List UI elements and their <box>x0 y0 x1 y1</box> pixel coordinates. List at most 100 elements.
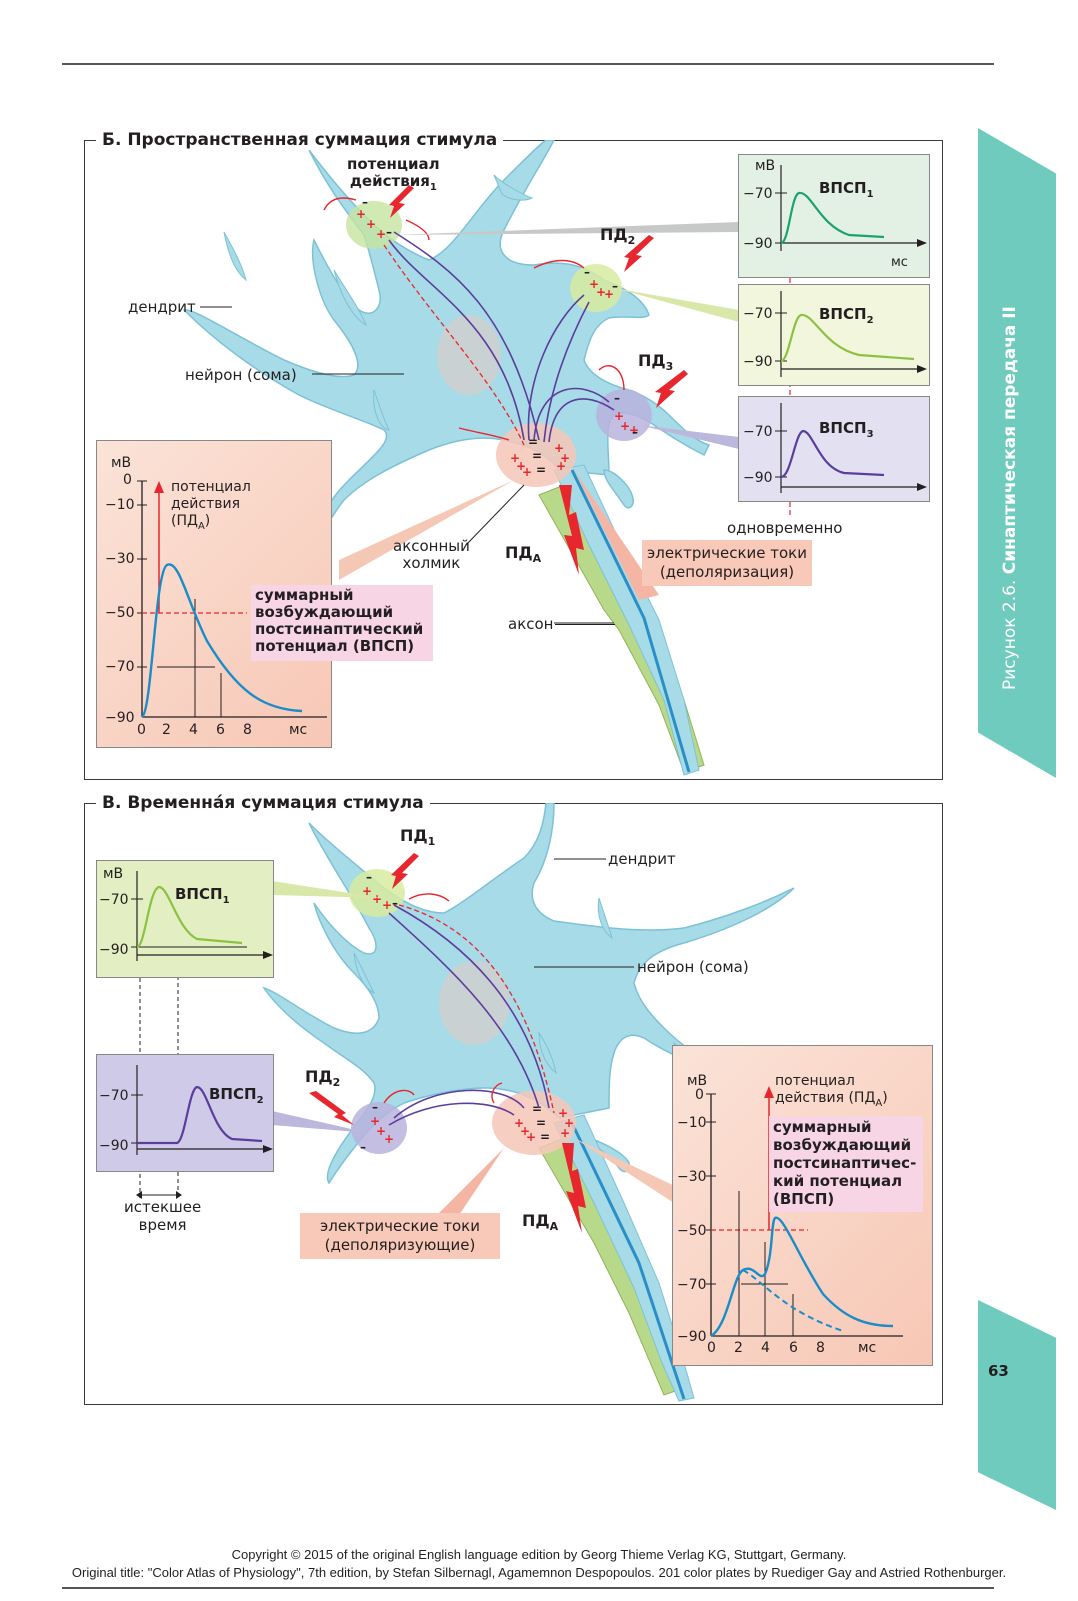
big-b-epsp-line4: потенциал (ВПСП) <box>255 637 415 655</box>
svg-text:+: + <box>629 423 639 437</box>
epsp3-name: ВПСП3 <box>819 419 874 444</box>
ap1-label-line2: действия <box>349 172 430 190</box>
epsp2-graph-v: −70 −90 ВПСП2 <box>96 1054 274 1172</box>
big-b-unit: мВ <box>111 455 132 471</box>
big-v-ytick-70: −70 <box>677 1277 707 1293</box>
svg-text:+: + <box>560 1126 570 1140</box>
big-b-ytick-30: −30 <box>105 551 135 567</box>
pda-text: ПД <box>505 543 533 562</box>
svg-text:+: + <box>376 227 386 241</box>
ap1-label: потенциал действия1 <box>347 156 440 196</box>
v-epsp2-name: ВПСП2 <box>209 1085 264 1110</box>
big-v-xtick-4: 4 <box>761 1340 770 1356</box>
big-b-xtick-2: 2 <box>162 722 171 738</box>
big-b-epsp-line2: возбуждающий <box>255 603 394 621</box>
current-arrows <box>323 197 625 446</box>
epsp3-name-text: ВПСП <box>819 419 867 437</box>
v-synapse-2-halo <box>351 1102 407 1154</box>
svg-text:+: + <box>384 1132 394 1146</box>
simultaneous-label: одновременно <box>727 519 843 537</box>
epsp2-graph-b: −70 −90 ВПСП2 <box>738 284 930 386</box>
svg-text:–: – <box>366 870 372 884</box>
v-pda-text: ПД <box>522 1211 550 1230</box>
big-b-ap-line1: потенциал <box>171 479 251 495</box>
v-epsp2-plot <box>131 1065 273 1155</box>
v-pd1-sub: 1 <box>427 835 436 849</box>
big-v-ytick-30: −30 <box>677 1169 707 1185</box>
epsp2-name-text: ВПСП <box>819 305 867 323</box>
figure-side-tab <box>978 128 1056 778</box>
panel-v-drawing: +++ –– +++ –– +++ +++ === <box>136 803 795 1402</box>
big-v-xtick-2: 2 <box>734 1340 743 1356</box>
figure-title: Синаптическая передача II <box>1000 306 1020 575</box>
big-b-epsp-line3: постсинаптический <box>255 620 424 638</box>
svg-text:+: + <box>526 1130 536 1144</box>
svg-text:–: – <box>386 225 392 239</box>
v-dendrite-label: дендрит <box>608 850 676 868</box>
pointer-lines <box>200 306 614 624</box>
svg-text:+: + <box>560 451 570 465</box>
svg-text:+: + <box>589 277 599 291</box>
page-tab <box>978 1300 1056 1510</box>
elapsed-label: истекшее время <box>124 1198 201 1234</box>
epsp2-name: ВПСП2 <box>819 305 874 330</box>
epsp1-tick-top: −70 <box>743 186 773 202</box>
synapse-1-halo <box>346 201 402 249</box>
panel-b-drawing: +++ –– +++ –– +++ –– +++ +++ === <box>182 140 791 776</box>
epsp1-name: ВПСП1 <box>819 179 874 204</box>
epsp2-tick-top: −70 <box>743 306 773 322</box>
v-epsp1-unit: мВ <box>103 866 124 882</box>
figure-prefix: Рисунок 2.6. <box>1000 574 1020 690</box>
v-pd1-label: ПД1 <box>400 827 435 851</box>
epsp1-graph-b: мВ −70 −90 ВПСП1 мс <box>738 154 930 278</box>
svg-text:–: – <box>362 195 368 209</box>
big-v-unit: мВ <box>687 1073 708 1089</box>
dendrite-label: дендрит <box>128 298 196 316</box>
v-pointer-lines <box>534 858 634 968</box>
elapsed-line2: время <box>138 1216 187 1234</box>
v-pda-sub: А <box>549 1220 559 1234</box>
summed-graph-b: мВ 0 −10 −30 −50 −70 −90 0 2 4 6 8 мс по… <box>96 440 433 748</box>
epsp1-plot <box>775 165 927 251</box>
soma-nucleus <box>437 315 501 395</box>
svg-text:+: + <box>520 1124 530 1138</box>
big-b-epsp-box: суммарный возбуждающий постсинаптический… <box>251 585 433 661</box>
svg-text:+: + <box>514 1116 524 1130</box>
svg-text:+: + <box>614 409 624 423</box>
epsp3-tick-top: −70 <box>743 424 773 440</box>
big-v-xtick-6: 6 <box>789 1340 798 1356</box>
big-b-ap-label: потенциал действия (ПДА) <box>171 479 251 535</box>
big-v-epsp-line1: суммарный <box>773 1118 872 1136</box>
svg-text:+: + <box>510 451 520 465</box>
svg-text:+: + <box>370 1114 380 1128</box>
hillock-line2: холмик <box>402 554 461 572</box>
bottom-rule <box>62 1587 994 1589</box>
svg-text:+: + <box>564 1116 574 1130</box>
v-epsp2-tick-top: −70 <box>99 1088 129 1104</box>
big-v-xunit: мс <box>858 1340 877 1356</box>
v-pd1-text: ПД <box>400 826 428 845</box>
svg-text:+: + <box>554 441 564 455</box>
svg-text:=: = <box>536 463 546 477</box>
big-b-ap-line2: действия <box>171 496 241 512</box>
svg-text:=: = <box>532 1102 542 1116</box>
big-b-xunit: мс <box>289 722 308 738</box>
v-lightning-bolts <box>309 853 419 1125</box>
epsp3-graph-b: −70 −90 ВПСП3 <box>738 396 930 502</box>
big-b-ytick-0: 0 <box>123 472 132 488</box>
big-v-ap-sub: А <box>875 1097 883 1109</box>
pd2-text: ПД <box>600 225 628 244</box>
pda-sub: А <box>532 552 542 566</box>
svg-text:=: = <box>532 449 542 463</box>
ap1-label-line1: потенциал <box>347 155 440 173</box>
currents-v-line2: (деполяризующие) <box>324 1236 476 1254</box>
svg-text:+: + <box>376 1124 386 1138</box>
epsp3-tick-bottom: −90 <box>743 470 773 486</box>
svg-text:–: – <box>584 265 590 279</box>
v-connectors <box>272 881 679 1215</box>
currents-b-line1: электрические токи <box>647 544 807 562</box>
svg-text:–: – <box>372 1100 378 1114</box>
synapse-3-halo <box>596 389 652 441</box>
v-soma-label: нейрон (сома) <box>637 958 749 976</box>
svg-text:–: – <box>632 425 638 439</box>
